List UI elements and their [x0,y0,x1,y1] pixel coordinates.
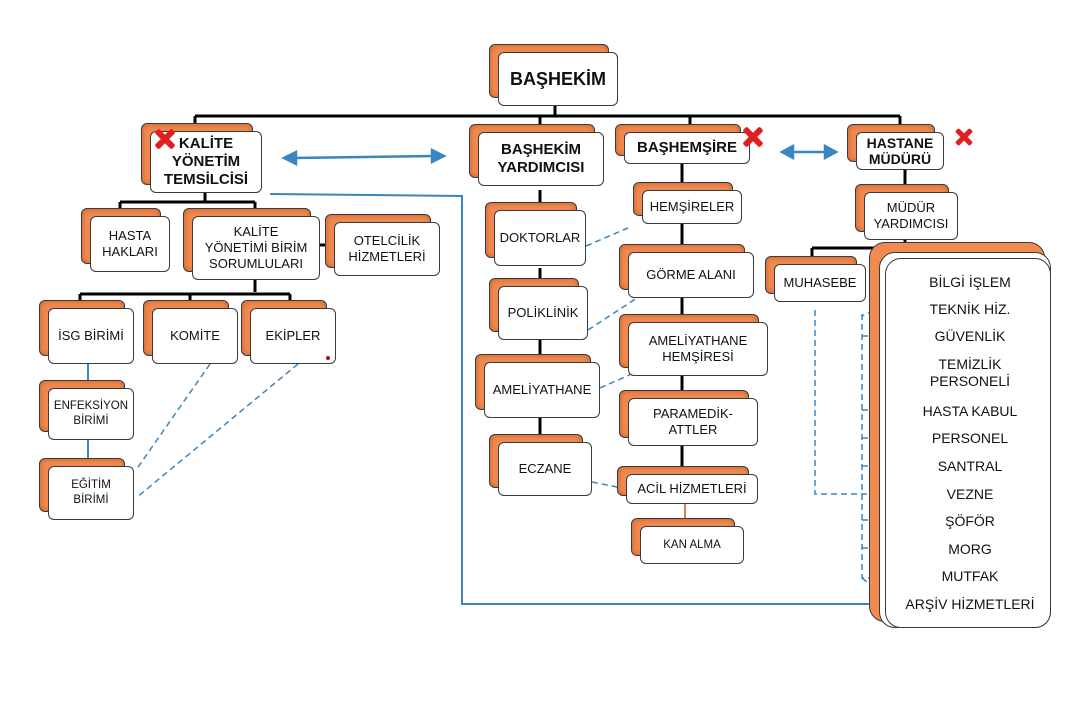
panel-item-teknik-hiz: TEKNİK HİZ. [929,301,1011,317]
node-gorme-alani: GÖRME ALANI [619,244,754,298]
ekipler-dot-mark [326,356,330,360]
node-otelcilik-label: OTELCİLİK HİZMETLERİ [334,222,440,276]
cross-mark-icon [154,128,176,150]
panel-item-temizlik-personeli: TEMİZLİK PERSONELİ [929,356,1011,389]
node-bashekim-yardimcisi-label: BAŞHEKİM YARDIMCISI [478,132,604,186]
node-bashemsire: BAŞHEMŞİRE [615,124,750,164]
panel-item-vezne: VEZNE [946,486,994,502]
node-kan-alma: KAN ALMA [631,518,744,564]
node-otelcilik: OTELCİLİK HİZMETLERİ [325,214,440,276]
node-bashekim-label: BAŞHEKİM [498,52,618,106]
node-bashekim: BAŞHEKİM [489,44,618,106]
node-hemsireler-label: HEMŞİRELER [642,190,742,224]
panel-item-guvenlik: GÜVENLİK [934,328,1006,344]
node-muhasebe: MUHASEBE [765,256,866,302]
node-paramedikler-label: PARAMEDİK- ATTLER [628,398,758,446]
node-doktorlar: DOKTORLAR [485,202,586,266]
node-muhasebe-label: MUHASEBE [774,264,866,302]
node-bashemsire-label: BAŞHEMŞİRE [624,132,750,164]
node-kalite-yonetim-temsilcisi: KALİTE YÖNETİM TEMSİLCİSİ [141,123,262,193]
node-mudur-yardimcisi-label: MÜDÜR YARDIMCISI [864,192,958,240]
node-hastane-muduru-label: HASTANE MÜDÜRÜ [856,132,944,170]
node-poliklinik: POLİKLİNİK [489,278,588,340]
node-ameliyathane-hemsiresi-label: AMELİYATHANE HEMŞİRESİ [628,322,768,376]
node-acil-hizmetleri: ACİL HİZMETLERİ [617,466,758,504]
node-isg-birimi: İSG BİRİMİ [39,300,134,364]
node-paramedikler: PARAMEDİK- ATTLER [619,390,758,446]
node-eczane: ECZANE [489,434,592,496]
node-komite-label: KOMİTE [152,308,238,364]
node-ameliyathane-label: AMELİYATHANE [484,362,600,418]
node-hasta-haklari-label: HASTA HAKLARI [90,216,170,272]
node-enfeksiyon-birimi: ENFEKSİYON BİRİMİ [39,380,134,440]
node-acil-hizmetleri-label: ACİL HİZMETLERİ [626,474,758,504]
panel-item-santral: SANTRAL [937,458,1003,474]
panel-item-mutfak: MUTFAK [941,568,999,584]
node-kalite-birim-sorumlulari-label: KALİTE YÖNETİMİ BİRİM SORUMLULARI [192,216,320,280]
node-bashekim-yardimcisi: BAŞHEKİM YARDIMCISI [469,124,604,186]
panel-item-bilgi-islem: BİLGİ İŞLEM [929,274,1011,290]
node-ekipler: EKİPLER [241,300,336,364]
node-gorme-alani-label: GÖRME ALANI [628,252,754,298]
node-doktorlar-label: DOKTORLAR [494,210,586,266]
node-ekipler-label: EKİPLER [250,308,336,364]
panel-item-sofor: ŞÖFÖR [945,513,995,529]
panel-item-hasta-kabul: HASTA KABUL [922,403,1018,419]
services-panel-front [885,258,1051,628]
node-komite: KOMİTE [143,300,238,364]
node-kan-alma-label: KAN ALMA [640,526,744,564]
panel-item-arsiv-hizmetleri: ARŞİV HİZMETLERİ [905,596,1035,612]
node-enfeksiyon-birimi-label: ENFEKSİYON BİRİMİ [48,388,134,440]
node-egitim-birimi: EĞİTİM BİRİMİ [39,458,134,520]
panel-item-personel: PERSONEL [931,430,1009,446]
node-isg-birimi-label: İSG BİRİMİ [48,308,134,364]
node-ameliyathane: AMELİYATHANE [475,354,600,418]
services-panel [869,242,1051,628]
node-poliklinik-label: POLİKLİNİK [498,286,588,340]
node-ameliyathane-hemsiresi: AMELİYATHANE HEMŞİRESİ [619,314,768,376]
node-kalite-birim-sorumlulari: KALİTE YÖNETİMİ BİRİM SORUMLULARI [183,208,320,280]
node-hastane-muduru: HASTANE MÜDÜRÜ [847,124,944,170]
node-hasta-haklari: HASTA HAKLARI [81,208,170,272]
node-egitim-birimi-label: EĞİTİM BİRİMİ [48,466,134,520]
node-hemsireler: HEMŞİRELER [633,182,742,224]
panel-item-morg: MORG [948,541,992,557]
cross-mark-icon [742,126,764,148]
node-mudur-yardimcisi: MÜDÜR YARDIMCISI [855,184,958,240]
cross-mark-icon [955,128,974,147]
node-eczane-label: ECZANE [498,442,592,496]
